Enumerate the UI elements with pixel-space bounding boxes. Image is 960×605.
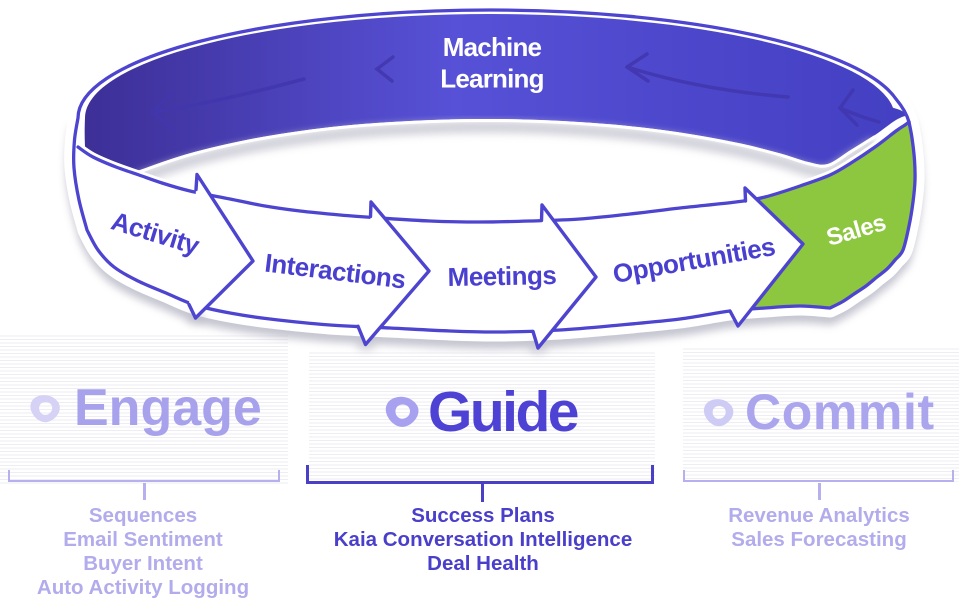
svg-text:Learning: Learning bbox=[440, 64, 543, 94]
svg-text:Machine: Machine bbox=[443, 32, 542, 62]
svg-text:Meetings: Meetings bbox=[447, 260, 556, 292]
